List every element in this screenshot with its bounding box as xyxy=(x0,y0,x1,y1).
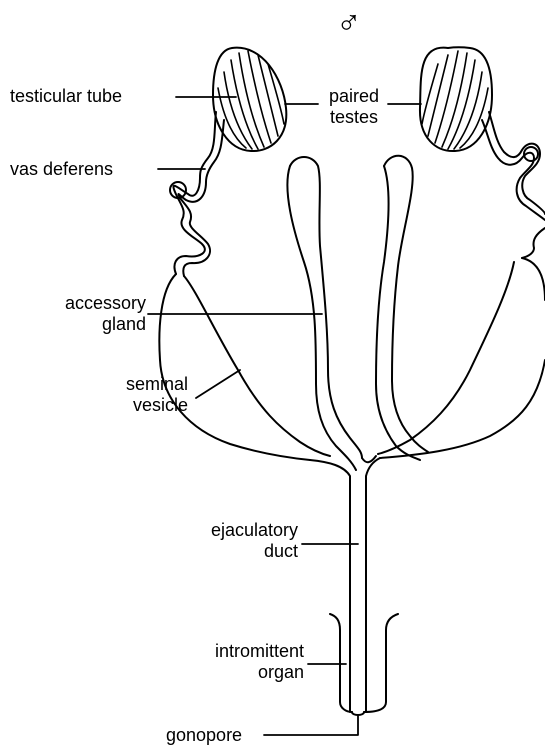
left-testis xyxy=(213,48,286,151)
ejaculatory-duct xyxy=(310,458,380,715)
label-seminal-vesicle-line2: vesicle xyxy=(40,395,188,416)
label-ejaculatory-duct-line1: ejaculatory xyxy=(160,520,298,541)
right-vas-deferens xyxy=(482,112,545,258)
leader-seminal-vesicle xyxy=(196,370,240,398)
male-symbol: ♂ xyxy=(336,6,362,40)
label-seminal-vesicle: seminal vesicle xyxy=(40,374,188,416)
leader-gonopore xyxy=(264,716,358,735)
right-testis xyxy=(420,47,492,151)
right-accessory-gland xyxy=(362,156,428,463)
label-ejaculatory-duct: ejaculatory duct xyxy=(160,520,298,562)
label-paired-testes-line2: testes xyxy=(318,107,390,128)
label-accessory-gland-line1: accessory xyxy=(20,293,146,314)
left-seminal-vesicle xyxy=(159,274,330,460)
label-intromittent-organ-line2: organ xyxy=(150,662,304,683)
label-testicular-tube: testicular tube xyxy=(10,86,122,107)
label-ejaculatory-duct-line2: duct xyxy=(160,541,298,562)
label-paired-testes: paired testes xyxy=(318,86,390,128)
label-accessory-gland: accessory gland xyxy=(20,293,146,335)
label-intromittent-organ: intromittent organ xyxy=(150,641,304,683)
label-paired-testes-line1: paired xyxy=(318,86,390,107)
label-vas-deferens: vas deferens xyxy=(10,159,113,180)
intromittent-organ xyxy=(330,614,398,712)
left-testicular-tubes xyxy=(218,51,284,149)
label-gonopore: gonopore xyxy=(166,725,242,746)
left-vas-deferens xyxy=(170,112,224,276)
label-intromittent-organ-line1: intromittent xyxy=(150,641,304,662)
right-testicular-tubes xyxy=(422,51,488,149)
label-seminal-vesicle-line1: seminal xyxy=(40,374,188,395)
label-accessory-gland-line2: gland xyxy=(20,314,146,335)
